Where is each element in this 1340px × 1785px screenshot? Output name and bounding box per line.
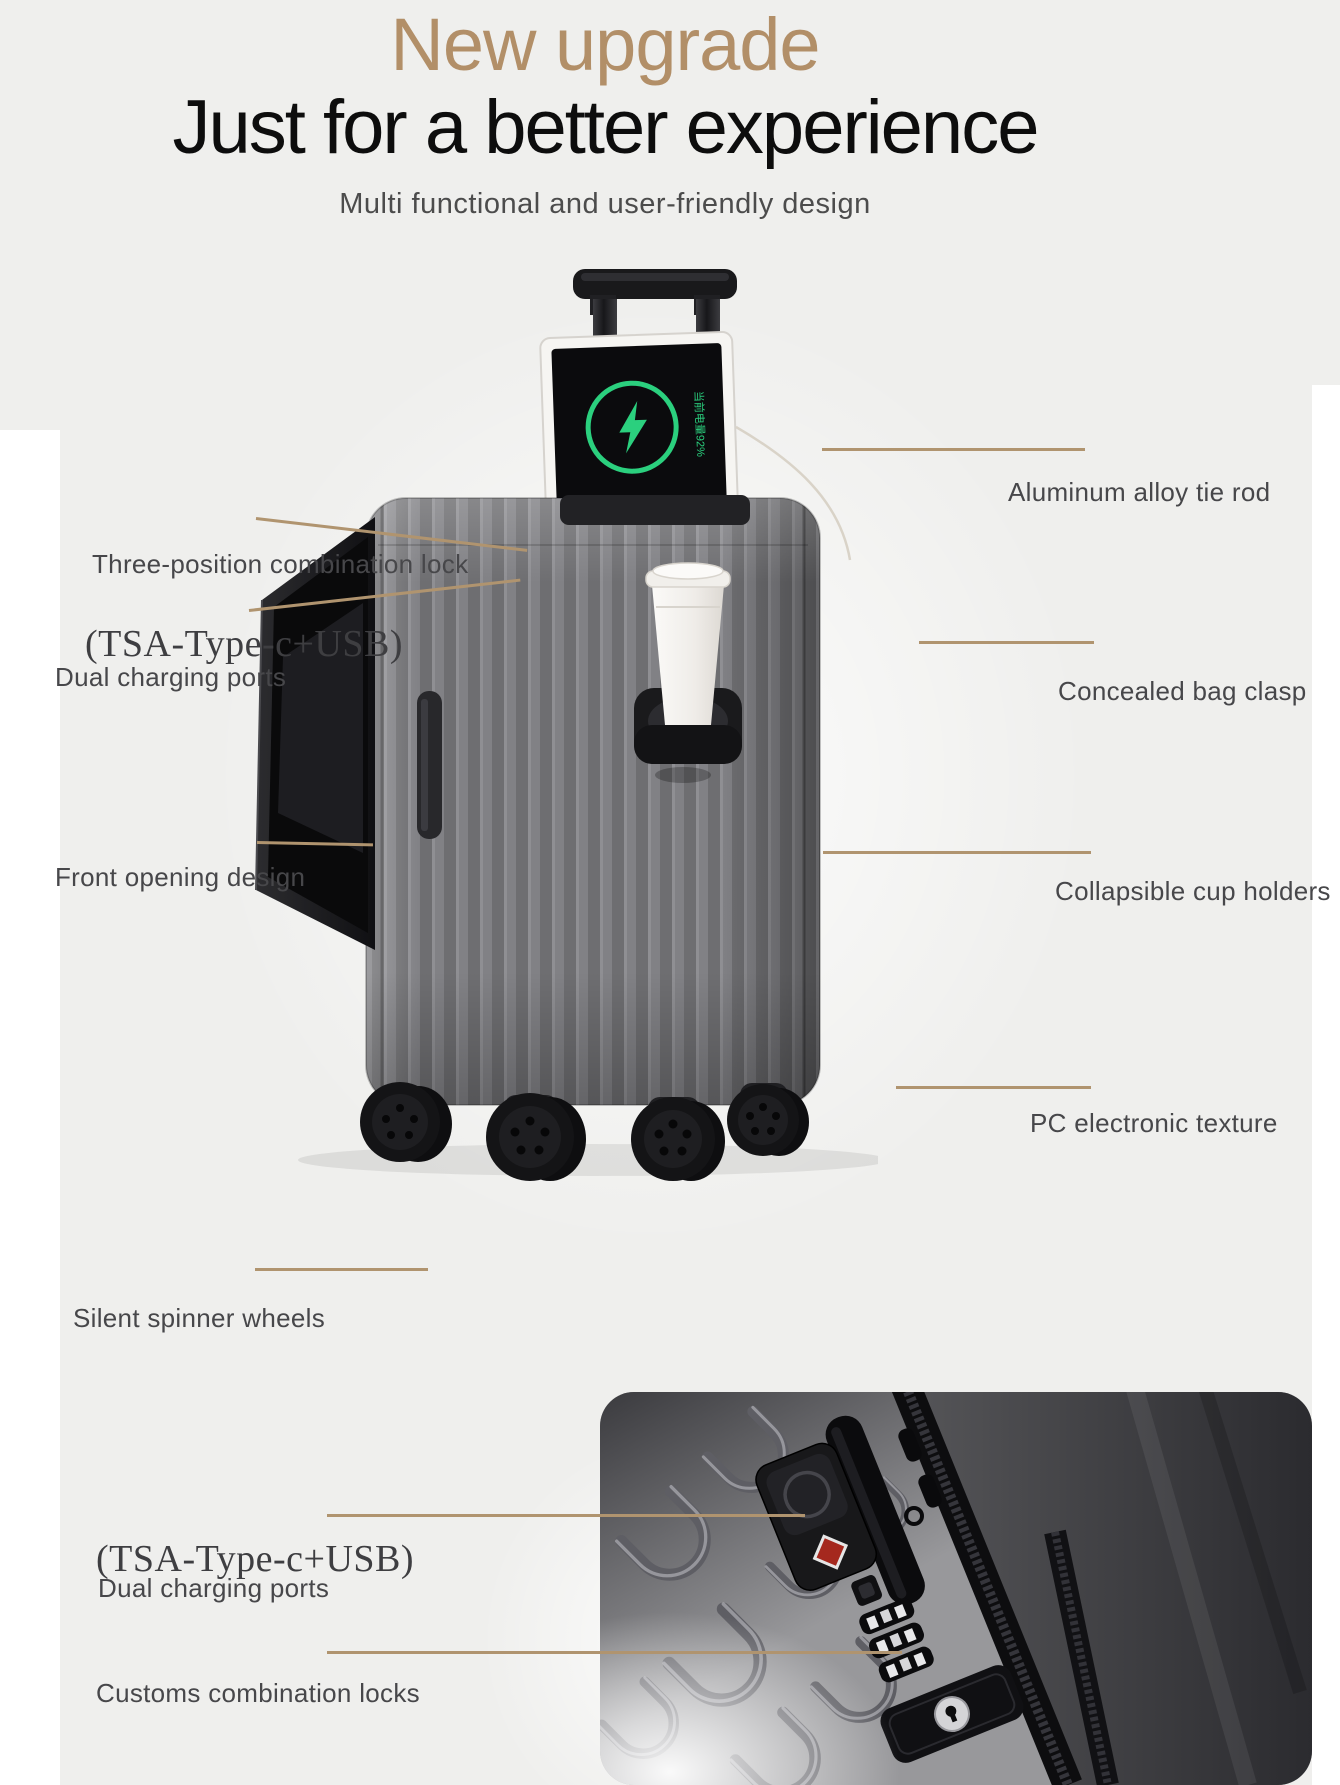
label-dual-ports-top: Dual charging ports bbox=[55, 662, 287, 692]
closeup-glow bbox=[600, 1612, 900, 1785]
ground-shadow bbox=[298, 1144, 878, 1176]
side-handle bbox=[417, 691, 442, 839]
label-combo-lock: Three-position combination lock bbox=[92, 549, 469, 579]
wheel bbox=[727, 1083, 809, 1156]
keyhole-panel bbox=[880, 1665, 1024, 1763]
wheel bbox=[486, 1093, 586, 1181]
label-cup-holders: Collapsible cup holders bbox=[1055, 876, 1331, 906]
suitcase-photo: 当前电量92% bbox=[255, 269, 878, 1181]
zipper-strap bbox=[825, 1415, 925, 1605]
leader-line-customs-locks bbox=[327, 1651, 902, 1654]
page-tagline: Multi functional and user-friendly desig… bbox=[339, 188, 871, 220]
tsa-button bbox=[783, 1470, 831, 1519]
label-tsa-top: (TSA-Type-c+USB) bbox=[85, 623, 404, 665]
label-bag-clasp: Concealed bag clasp bbox=[1058, 676, 1307, 706]
label-tsa-bottom: (TSA-Type-c+USB) bbox=[96, 1538, 415, 1580]
charging-cable bbox=[735, 425, 852, 561]
left-margin bbox=[0, 430, 60, 1785]
coffee-cup bbox=[645, 562, 731, 730]
battery-percent-text: 当前电量92% bbox=[692, 391, 708, 458]
page-subtitle: Just for a better experience bbox=[172, 85, 1040, 170]
spinner-wheels bbox=[360, 1082, 809, 1181]
cup-holder bbox=[634, 562, 742, 783]
label-spinner-wheels: Silent spinner wheels bbox=[73, 1303, 325, 1333]
zipper-area bbox=[825, 1392, 1312, 1785]
label-front-opening: Front opening design bbox=[55, 862, 306, 892]
closeup-drawing bbox=[600, 1392, 1312, 1785]
zipper-pulls bbox=[898, 1428, 942, 1526]
front-opening-flap bbox=[255, 517, 375, 950]
handle-base bbox=[560, 495, 750, 525]
right-margin bbox=[1312, 385, 1340, 1785]
combination-dials bbox=[851, 1575, 934, 1683]
leader-line-pc-texture bbox=[896, 1086, 1091, 1089]
leader-line-spinner-wheels bbox=[255, 1268, 428, 1271]
leader-line-tsa-bottom bbox=[327, 1514, 805, 1517]
label-dual-ports-bottom: Dual charging ports bbox=[98, 1573, 330, 1603]
label-customs-locks: Customs combination locks bbox=[96, 1678, 420, 1708]
leader-line-bag-clasp bbox=[919, 641, 1094, 644]
leader-line-cup-holders bbox=[823, 851, 1091, 854]
charging-tablet: 当前电量92% bbox=[539, 331, 739, 519]
closeup-photo bbox=[600, 1392, 1312, 1785]
tsa-red-diamond-icon bbox=[812, 1534, 849, 1570]
wheel bbox=[631, 1097, 725, 1181]
page-title: New upgrade bbox=[390, 3, 820, 86]
label-tie-rod: Aluminum alloy tie rod bbox=[1008, 477, 1271, 507]
leader-line-tie-rod bbox=[822, 448, 1085, 451]
wheel bbox=[360, 1082, 452, 1162]
label-pc-texture: PC electronic texture bbox=[1030, 1108, 1278, 1138]
charging-bolt-icon bbox=[619, 401, 647, 454]
charge-ring-icon bbox=[585, 380, 679, 474]
